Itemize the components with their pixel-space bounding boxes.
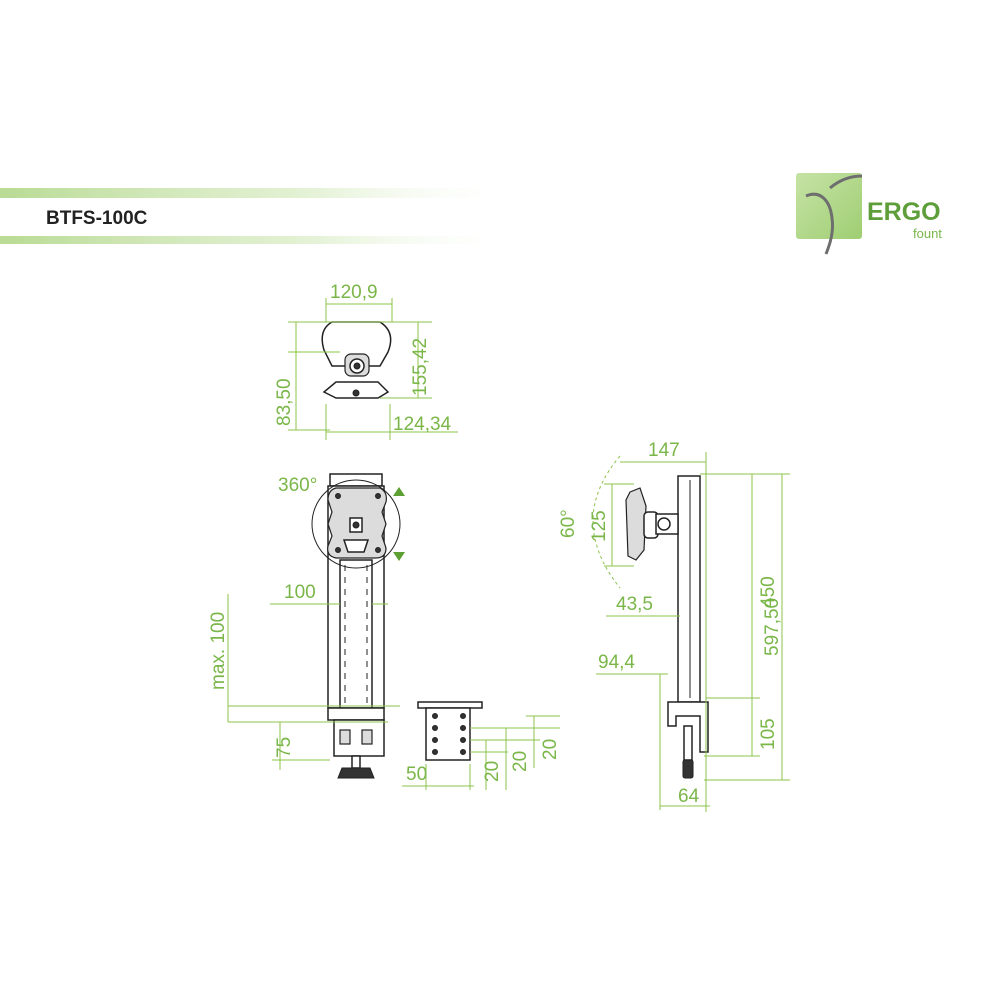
dim-tilt: 60° — [558, 509, 579, 538]
dim-grommet-20c: 20 — [540, 739, 561, 760]
dim-side-43-5: 43,5 — [616, 594, 653, 615]
dim-side-147: 147 — [648, 440, 680, 461]
dim-plate: 100 — [284, 582, 316, 603]
head-dimension-lines — [288, 298, 458, 440]
side-dimension-lines — [596, 452, 790, 812]
header-band-bottom — [0, 236, 520, 244]
logo-subtitle: fount — [913, 226, 942, 241]
head-top-view — [321, 321, 392, 399]
dim-base-width: 124,34 — [393, 414, 452, 435]
dim-grommet-50: 50 — [406, 764, 427, 785]
front-dimension-lines — [227, 594, 400, 770]
dim-grommet-20a: 20 — [482, 761, 503, 782]
dim-clamp-75: 75 — [274, 737, 295, 758]
header-band-top — [0, 188, 520, 198]
dim-side-597-50: 597,50 — [762, 598, 783, 656]
dim-grommet-20b: 20 — [510, 751, 531, 772]
dim-head-width: 120,9 — [330, 282, 378, 303]
logo-wordmark: ERGO — [867, 198, 941, 226]
dim-side-64: 64 — [678, 786, 700, 807]
front-view — [311, 473, 405, 779]
dim-height-adjust: max. 100 — [208, 612, 229, 690]
dim-head-height: 155,42 — [410, 338, 431, 396]
dim-side-94-4: 94,4 — [598, 652, 635, 673]
dim-side-125: 125 — [589, 510, 610, 542]
grommet-dimension-lines — [402, 715, 560, 790]
grommet-view — [417, 701, 483, 761]
dim-side-450: 450 — [758, 576, 779, 608]
model-title: BTFS-100C — [46, 208, 148, 229]
dim-head-depth: 83,50 — [274, 378, 295, 426]
dim-rotation: 360° — [278, 475, 317, 496]
dim-side-105: 105 — [758, 718, 779, 750]
ergofount-logo: ERGO fount — [796, 173, 942, 255]
side-view — [592, 455, 709, 779]
